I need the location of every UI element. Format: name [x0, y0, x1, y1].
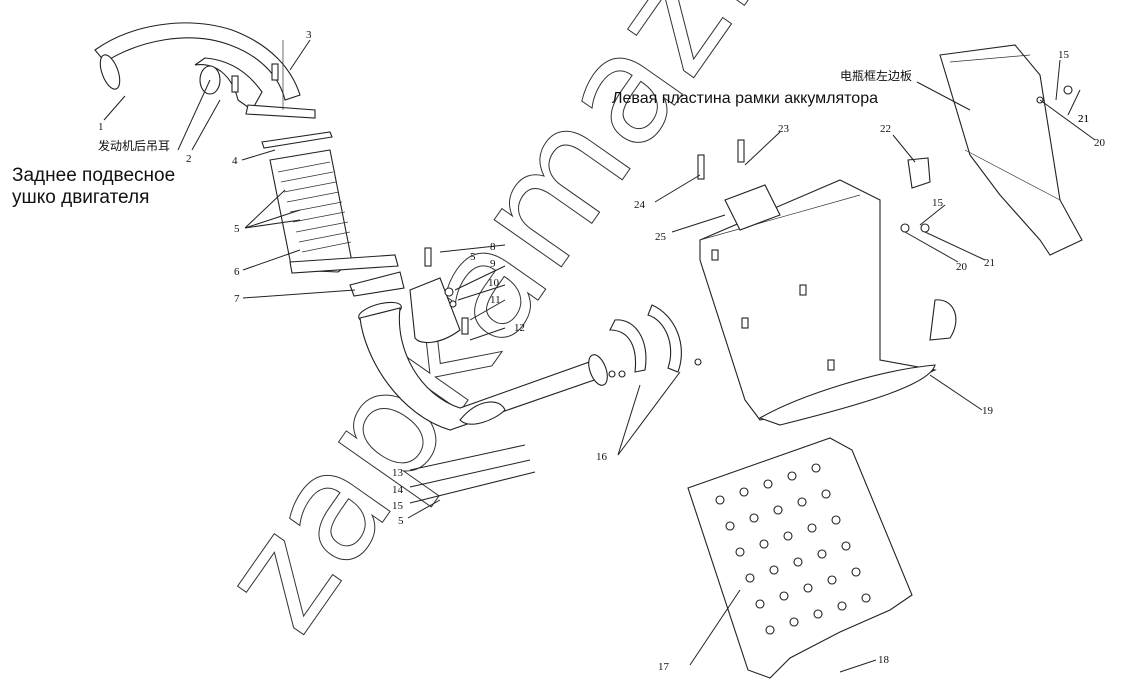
perforation-hole: [715, 495, 725, 505]
washer-20: [900, 223, 910, 233]
bolt-set-3: [231, 63, 279, 93]
clamp-ring: [349, 271, 405, 297]
bracket-22: [907, 157, 931, 189]
battery-plate-ru-label: Левая пластина рамки аккумлятора: [612, 90, 878, 107]
callout-12: 12: [514, 322, 525, 334]
perforation-hole: [789, 617, 799, 627]
perforation-hole: [821, 489, 831, 499]
perforation-hole: [725, 521, 735, 531]
perforation-hole: [837, 601, 847, 611]
battery-plate-cn-label: 电瓶框左边板: [840, 68, 912, 83]
callout-15a: 15: [392, 500, 404, 512]
callout-20a: 20: [1094, 137, 1106, 149]
pipe-support-bracket: [409, 247, 469, 344]
callout-20b: 20: [956, 261, 968, 273]
perforation-hole: [755, 599, 765, 609]
perforation-hole: [831, 515, 841, 525]
bolt-24: [697, 154, 705, 180]
upper-exhaust-pipe: [94, 22, 316, 119]
callout-1: 1: [98, 121, 104, 133]
perforation-hole: [803, 583, 813, 593]
perforation-hole: [745, 573, 755, 583]
callout-17: 17: [658, 661, 670, 673]
callout-13: 13: [392, 467, 404, 479]
engine-lug-ru-label: Заднее подвесное ушко двигателя: [12, 165, 176, 208]
callout-9: 9: [490, 258, 496, 270]
callout-11: 11: [490, 294, 501, 306]
callout-2: 2: [186, 153, 192, 165]
callout-25: 25: [655, 231, 667, 243]
callout-21a: 21: [1078, 113, 1089, 125]
callout-5c: 5: [470, 251, 476, 263]
callout-19: 19: [982, 405, 994, 417]
callout-21c: 21: [1078, 113, 1089, 125]
callout-15c: 15: [1058, 49, 1070, 61]
perforation-hole: [807, 523, 817, 533]
perforation-hole: [783, 531, 793, 541]
perforation-hole: [861, 593, 871, 603]
perforation-hole: [841, 541, 851, 551]
callout-10: 10: [488, 277, 500, 289]
lower-elbow-pipe: [358, 301, 608, 431]
perforation-hole: [793, 557, 803, 567]
callout-4: 4: [232, 155, 238, 167]
callout-23: 23: [778, 123, 790, 135]
perforation-hole: [811, 463, 821, 473]
perforation-hole: [773, 505, 783, 515]
perforation-hole: [851, 567, 861, 577]
callout-16: 16: [596, 451, 608, 463]
perforation-hole: [787, 471, 797, 481]
perforation-hole: [759, 539, 769, 549]
perforation-hole: [813, 609, 823, 619]
perforation-hole: [765, 625, 775, 635]
muffler-clamps: [608, 304, 702, 378]
callout-3: 3: [306, 29, 312, 41]
callout-18: 18: [878, 654, 890, 666]
nut-21: [920, 223, 930, 233]
muffler: [699, 179, 957, 426]
perforation-hole: [797, 497, 807, 507]
leader-lines: [103, 39, 1096, 673]
perforation-hole: [749, 513, 759, 523]
perforation-hole: [779, 591, 789, 601]
callout-5b: 5: [398, 515, 404, 527]
callout-7: 7: [234, 293, 240, 305]
perforation-hole: [763, 479, 773, 489]
callout-numbers: 1 2 3 4 5 5 6 7 8 9 10 11 12 13 14 15 5 …: [98, 29, 1106, 673]
callout-21b: 21: [984, 257, 995, 269]
perforation-hole: [817, 549, 827, 559]
perforation-hole: [739, 487, 749, 497]
callout-8: 8: [490, 241, 496, 253]
perforation-hole: [769, 565, 779, 575]
engine-lug-cn-label: 发动机后吊耳: [98, 138, 170, 153]
perforation-hole: [827, 575, 837, 585]
bolt-23: [737, 139, 745, 163]
callout-6: 6: [234, 266, 240, 278]
battery-frame-left-plate: [939, 44, 1083, 256]
callout-24: 24: [634, 199, 646, 211]
callout-5a: 5: [234, 223, 240, 235]
callout-15b: 15: [932, 197, 944, 209]
perforation-hole: [735, 547, 745, 557]
callout-14: 14: [392, 484, 404, 496]
gasket: [261, 131, 333, 149]
flex-bellows: [269, 149, 399, 274]
callout-22: 22: [880, 123, 891, 135]
heat-shield: [687, 437, 913, 679]
